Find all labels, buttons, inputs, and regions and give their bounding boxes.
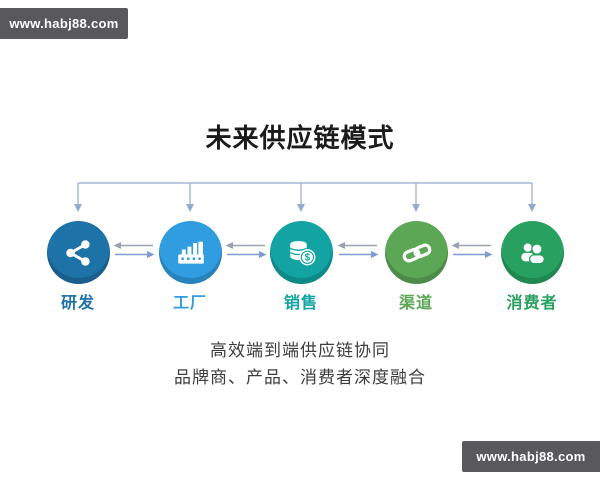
users-icon	[520, 242, 545, 264]
chain-link-icon	[402, 243, 431, 262]
watermark-bottom-right: www.habj88.com	[462, 441, 600, 472]
bidirectional-arrow	[225, 242, 267, 258]
node-label-consumer: 消费者	[506, 295, 558, 312]
node-consumer	[501, 221, 564, 284]
node-factory	[159, 221, 222, 284]
node-rd	[47, 221, 110, 284]
coins-icon: $	[289, 240, 315, 265]
watermark-top-left: www.habj88.com	[0, 8, 128, 39]
footer-line-2: 品牌商、产品、消费者深度融合	[174, 368, 426, 387]
share-icon	[65, 239, 90, 266]
node-label-channel: 渠道	[398, 295, 433, 312]
bidirectional-arrow	[337, 242, 379, 258]
bidirectional-arrow	[451, 242, 493, 258]
page-title: 未来供应链模式	[205, 123, 395, 153]
node-channel	[385, 221, 448, 284]
svg-text:$: $	[304, 252, 310, 263]
footer-line-1: 高效端到端供应链协同	[210, 341, 390, 360]
node-label-sales: 销售	[283, 295, 318, 312]
factory-icon	[177, 241, 204, 264]
bidirectional-arrow	[113, 242, 155, 258]
node-sales: $	[270, 221, 333, 284]
node-label-factory: 工厂	[172, 295, 207, 312]
node-label-rd: 研发	[60, 295, 95, 312]
flow-connector	[74, 182, 536, 212]
